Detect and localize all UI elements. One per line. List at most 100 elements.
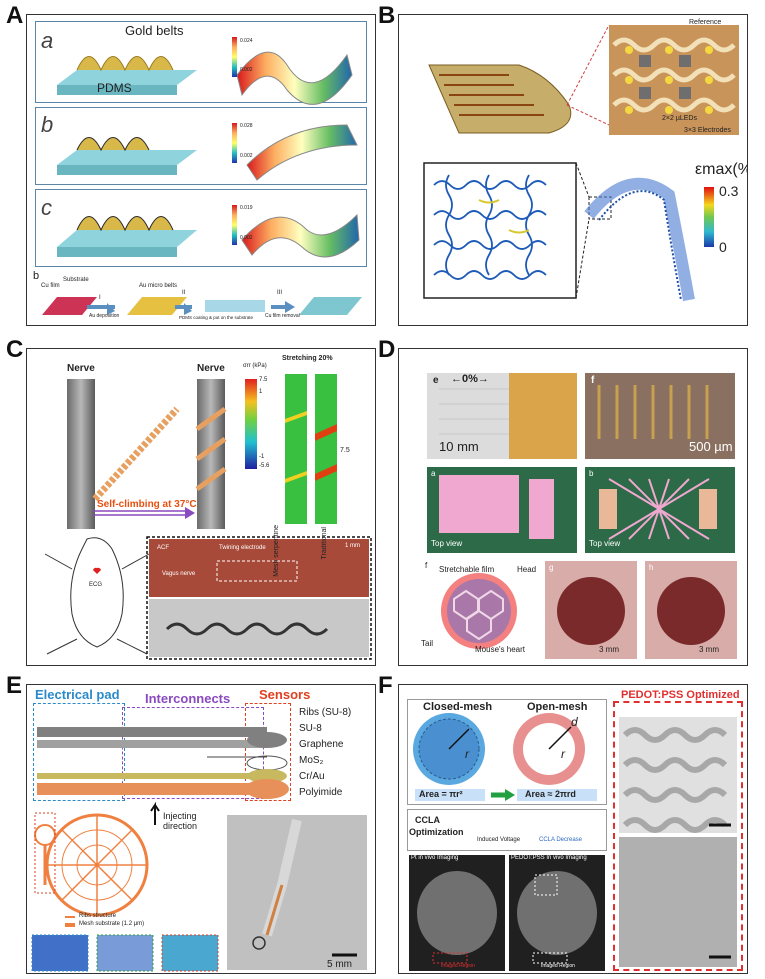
gold-belts-label: Gold belts [125,23,184,38]
e-pad-box [33,703,125,801]
f-mesh-box [407,699,607,805]
f-imaged-2: Imaged Region [541,963,575,969]
row-a-scale-4: 0.002 [240,67,253,73]
panel-a-drawing [42,37,362,315]
e-sensors-label: Sensors [259,687,311,702]
panel-a-row-c [35,189,367,267]
process-step3-label: Cu film removal [265,313,300,319]
c-value-75: 7.5 [340,447,350,454]
d-f-tag: f [591,375,595,386]
f-d-label: d [571,715,578,729]
f-ccla: CCLA [415,815,440,825]
c-scale-1: 1 [259,389,263,395]
f-open-label: Open-mesh [527,701,588,713]
process-step1-label: Au deposition [89,313,120,319]
c-scale-bar: 1 mm [345,543,360,549]
e-layer-4: Cr/Au [299,771,325,782]
f-area-1: Area = πr² [419,789,463,799]
panel-label-b: B [378,2,396,29]
acf-label: ACF [157,545,169,551]
row-c-scale-4: 0.002 [240,235,253,241]
d-3mm-2: 3 mm [699,645,719,654]
d-zero: ←0%→ [451,373,489,385]
panel-d-drawing [427,373,737,659]
emax-scale-max: 0.3 [719,183,739,199]
d-head: Head [517,565,537,574]
nerve-label-1: Nerve [67,363,95,374]
panel-label-d: D [378,336,396,363]
process-step2-label: PDMS coating & put on the substrate [179,315,254,320]
row-b-scale-0: 0.028 [240,123,253,129]
stretching-label: Stretching 20% [282,355,333,362]
sigma-label: σrr (kPa) [243,363,267,369]
f-induced: Induced Voltage [477,837,521,843]
twining-label: Twining electrode [219,545,266,551]
emax-label: εmax(%) [695,161,747,178]
d-heart: Mouse's heart [475,645,525,654]
panel-label-f: F [378,672,393,699]
d-e-tag: e [433,375,439,386]
panel-b: Reference 2×2 µLEDs 3×3 Electrodes εmax(… [398,14,748,326]
vagus-label: Vagus nerve [162,571,196,577]
c-scale-2: -1 [259,454,265,460]
process-step2: II [182,290,186,296]
d-h-tag: h [649,563,654,572]
f-pedot-opt: PEDOT:PSS Optimized [621,689,740,701]
nerve-label-2: Nerve [197,363,225,374]
panel-label-c: C [6,336,24,363]
panel-f-drawing [409,713,737,971]
c-scale-3: -5.6 [259,463,270,469]
e-interconnects-label: Interconnects [145,691,231,706]
d-top-view-2: Top view [589,539,621,548]
panel-c: Nerve Nerve Self-climbing at 37°C Stretc… [26,348,376,666]
panel-a-row-b [35,107,367,185]
f-ccla-box [407,809,607,851]
reference-label: Reference [689,19,722,26]
d-a-tag: a [431,469,436,478]
panel-label-e: E [6,672,23,699]
ecg-label: ECG [89,582,103,588]
f-imaged-1: Imaged Region [441,963,475,969]
e-layer-1: SU-8 [299,723,322,734]
e-legend-1: Ribs structure [79,913,117,919]
f-pedot-box [613,701,743,971]
process-cu-film: Cu film [41,283,60,289]
d-top-view-1: Top view [431,539,463,548]
panel-c-drawing [44,374,372,660]
row-b-scale-4: 0.002 [240,153,253,159]
row-a-scale-0: 0.024 [240,38,253,44]
f-r-label-1: r [465,747,469,761]
e-pad-label: Electrical pad [35,687,120,702]
self-climbing-label: Self-climbing at 37°C [97,499,197,510]
traditional-label: Traditional [321,527,328,560]
process-step1: I [99,295,101,301]
d-stretchable: Stretchable film [439,565,495,574]
process-substrate: Substrate [63,277,89,283]
process-au-belts: Au micro belts [139,283,178,289]
row-b-letter: b [41,112,54,137]
d-b-tag: b [589,469,594,478]
panel-e-drawing [31,727,367,972]
d-10mm: 10 mm [439,439,479,454]
process-tag: b [33,270,40,282]
f-ccla2: Optimization [409,827,464,837]
emax-scale-min: 0 [719,239,727,255]
leds-label: 2×2 µLEDs [662,115,697,122]
e-interconnect-box [122,707,264,799]
panel-e: Electrical pad Interconnects Sensors Rib… [26,684,376,974]
f-r-label-2: r [561,747,565,761]
d-3mm-1: 3 mm [599,645,619,654]
panel-a: a b c Gold belts PDMS 0.024 0.002 0.028 … [26,14,376,326]
d-f2-tag: f [425,561,428,570]
e-sensor-box [245,703,291,801]
panel-a-row-a [35,21,367,103]
row-c-letter: c [41,195,52,220]
e-scale-bar: 5 mm [327,959,352,970]
pdms-label: PDMS [97,81,132,95]
mesh-serpentine-label: Mesh serpentine [273,525,280,577]
e-layer-0: Ribs (SU-8) [299,707,352,718]
e-layer-3: MoS₂ [299,755,324,766]
e-layer-2: Graphene [299,739,344,750]
row-c-scale-0: 0.019 [240,205,253,211]
e-layer-5: Polyimide [299,787,343,798]
